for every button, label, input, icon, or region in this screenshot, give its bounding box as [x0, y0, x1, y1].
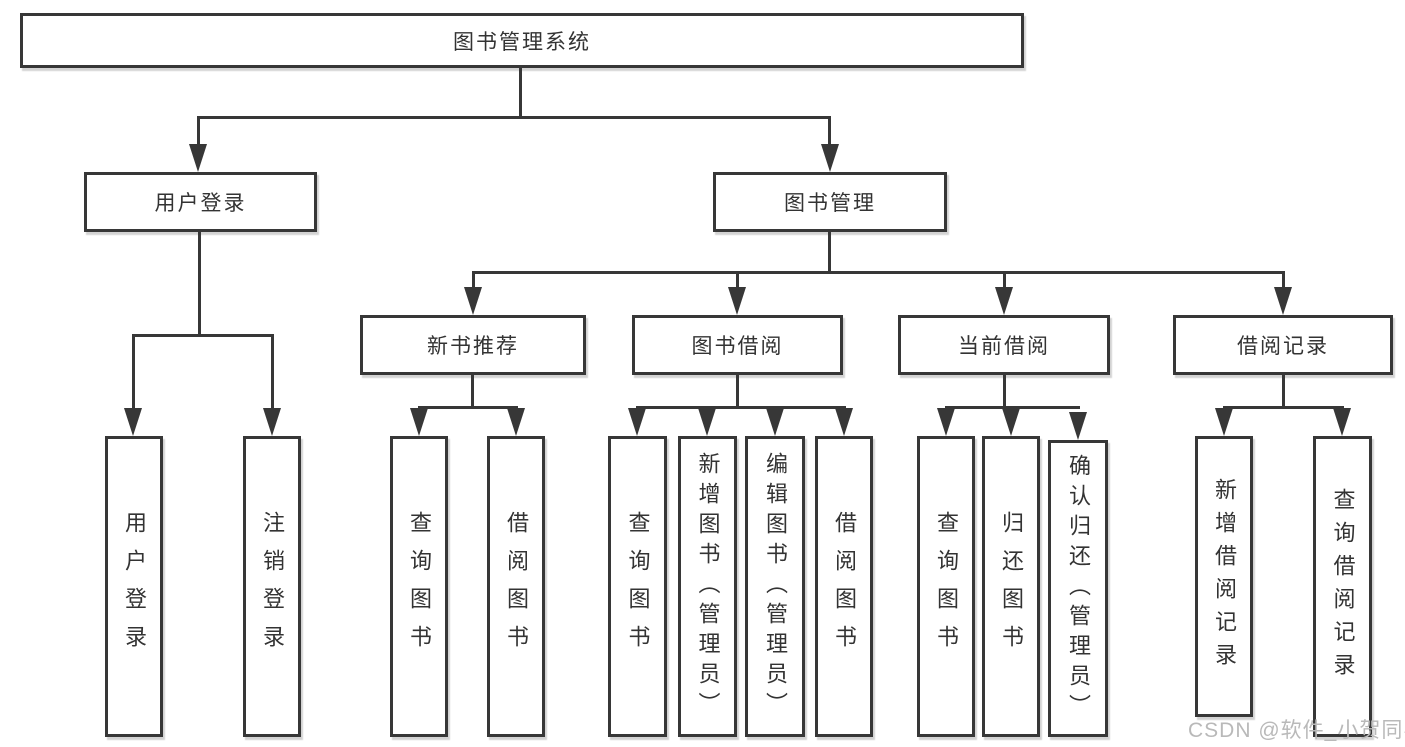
connector-book-borrowing-split [636, 406, 846, 409]
node-library-management-system: 图书管理系统 [20, 13, 1024, 68]
connector-level3-split [472, 271, 1285, 274]
leaf-label: 查询借阅记录 [1330, 487, 1356, 686]
node-user-login: 用户登录 [84, 172, 317, 232]
node-label: 用户登录 [154, 192, 247, 215]
arrowhead-book-borrowing [728, 287, 746, 315]
leaf-add-borrow-record: 新增借阅记录 [1195, 436, 1253, 717]
node-new-book-recommendation: 新书推荐 [360, 315, 586, 375]
connector-user-login-split [132, 334, 274, 337]
connector-drop-new-book [472, 271, 475, 291]
connector-drop-book-borrowing [736, 271, 739, 291]
arrowhead-leaf-borrow-books-1 [507, 408, 525, 436]
arrowhead-leaf-user-login [124, 408, 142, 436]
node-book-management: 图书管理 [713, 172, 947, 232]
leaf-label: 归还图书 [999, 510, 1024, 663]
connector-drop-leaf-logout [271, 334, 274, 412]
node-current-borrowing: 当前借阅 [898, 315, 1110, 375]
connector-borrowing-records-stem [1282, 375, 1285, 408]
watermark-text: CSDN @软件_小贺同学 [1188, 719, 1405, 742]
leaf-label: 查询图书 [625, 510, 651, 663]
leaf-user-login: 用户登录 [105, 436, 163, 737]
arrowhead-new-book [464, 287, 482, 315]
connector-drop-user-login [197, 116, 200, 149]
connector-drop-borrowing-records [1282, 271, 1285, 291]
leaf-add-book-admin: 新增图书（管理员） [678, 436, 737, 737]
leaf-query-books-recommend: 查询图书 [390, 436, 448, 737]
arrowhead-leaf-logout [263, 408, 281, 436]
leaf-label: 用户登录 [122, 510, 147, 663]
node-label: 图书管理系统 [453, 30, 591, 54]
arrowhead-current-borrowing [995, 287, 1013, 315]
arrowhead-leaf-query-books-3 [937, 408, 955, 436]
arrowhead-leaf-query-books-1 [410, 408, 428, 436]
arrowhead-leaf-query-books-2 [628, 408, 646, 436]
leaf-label: 借阅图书 [832, 510, 857, 663]
arrowhead-user-login [189, 144, 207, 172]
node-label: 图书管理 [784, 192, 876, 215]
connector-drop-leaf-user-login [132, 334, 135, 412]
leaf-query-books-current: 查询图书 [917, 436, 975, 737]
connector-user-login-stem [198, 232, 201, 336]
node-label: 借阅记录 [1237, 335, 1329, 358]
leaf-label: 编辑图书（管理员） [763, 451, 788, 722]
leaf-label: 借阅图书 [504, 510, 529, 663]
node-borrowing-records: 借阅记录 [1173, 315, 1393, 375]
leaf-edit-book-admin: 编辑图书（管理员） [745, 436, 805, 737]
leaf-borrow-books-borrow: 借阅图书 [815, 436, 873, 737]
connector-book-borrowing-stem [736, 375, 739, 408]
leaf-label: 注销登录 [260, 510, 285, 663]
connector-new-book-split [418, 406, 518, 409]
arrowhead-leaf-confirm-return [1069, 412, 1087, 440]
leaf-confirm-return-admin: 确认归还（管理员） [1048, 440, 1108, 737]
leaf-label: 查询图书 [934, 510, 959, 663]
leaf-logout: 注销登录 [243, 436, 301, 737]
connector-book-management-stem [828, 232, 831, 273]
connector-new-book-stem [471, 375, 474, 408]
leaf-label: 新增图书（管理员） [695, 451, 721, 722]
leaf-label: 新增借阅记录 [1212, 477, 1237, 676]
connector-root-stem [519, 68, 522, 118]
node-label: 图书借阅 [691, 335, 784, 358]
node-label: 新书推荐 [427, 335, 519, 358]
leaf-return-books: 归还图书 [982, 436, 1040, 737]
arrowhead-book-management [821, 144, 839, 172]
connector-level1-split [197, 116, 831, 119]
arrowhead-leaf-return-books [1002, 408, 1020, 436]
connector-drop-current-borrowing [1003, 271, 1006, 291]
arrowhead-leaf-add-record [1215, 408, 1233, 436]
connector-current-borrowing-stem [1003, 375, 1006, 408]
leaf-query-borrow-record: 查询借阅记录 [1313, 436, 1372, 737]
arrowhead-borrowing-records [1274, 287, 1292, 315]
leaf-query-books-borrow: 查询图书 [608, 436, 667, 737]
arrowhead-leaf-add-book [698, 408, 716, 436]
arrowhead-leaf-query-record [1333, 408, 1351, 436]
connector-borrowing-records-split [1223, 406, 1344, 409]
leaf-borrow-books-recommend: 借阅图书 [487, 436, 545, 737]
leaf-label: 查询图书 [407, 510, 432, 663]
node-label: 当前借阅 [958, 335, 1050, 358]
arrowhead-leaf-borrow-books-2 [835, 408, 853, 436]
node-book-borrowing: 图书借阅 [632, 315, 843, 375]
connector-drop-book-management [828, 116, 831, 149]
arrowhead-leaf-edit-book [766, 408, 784, 436]
leaf-label: 确认归还（管理员） [1066, 453, 1091, 724]
connector-current-borrowing-split [945, 406, 1080, 409]
